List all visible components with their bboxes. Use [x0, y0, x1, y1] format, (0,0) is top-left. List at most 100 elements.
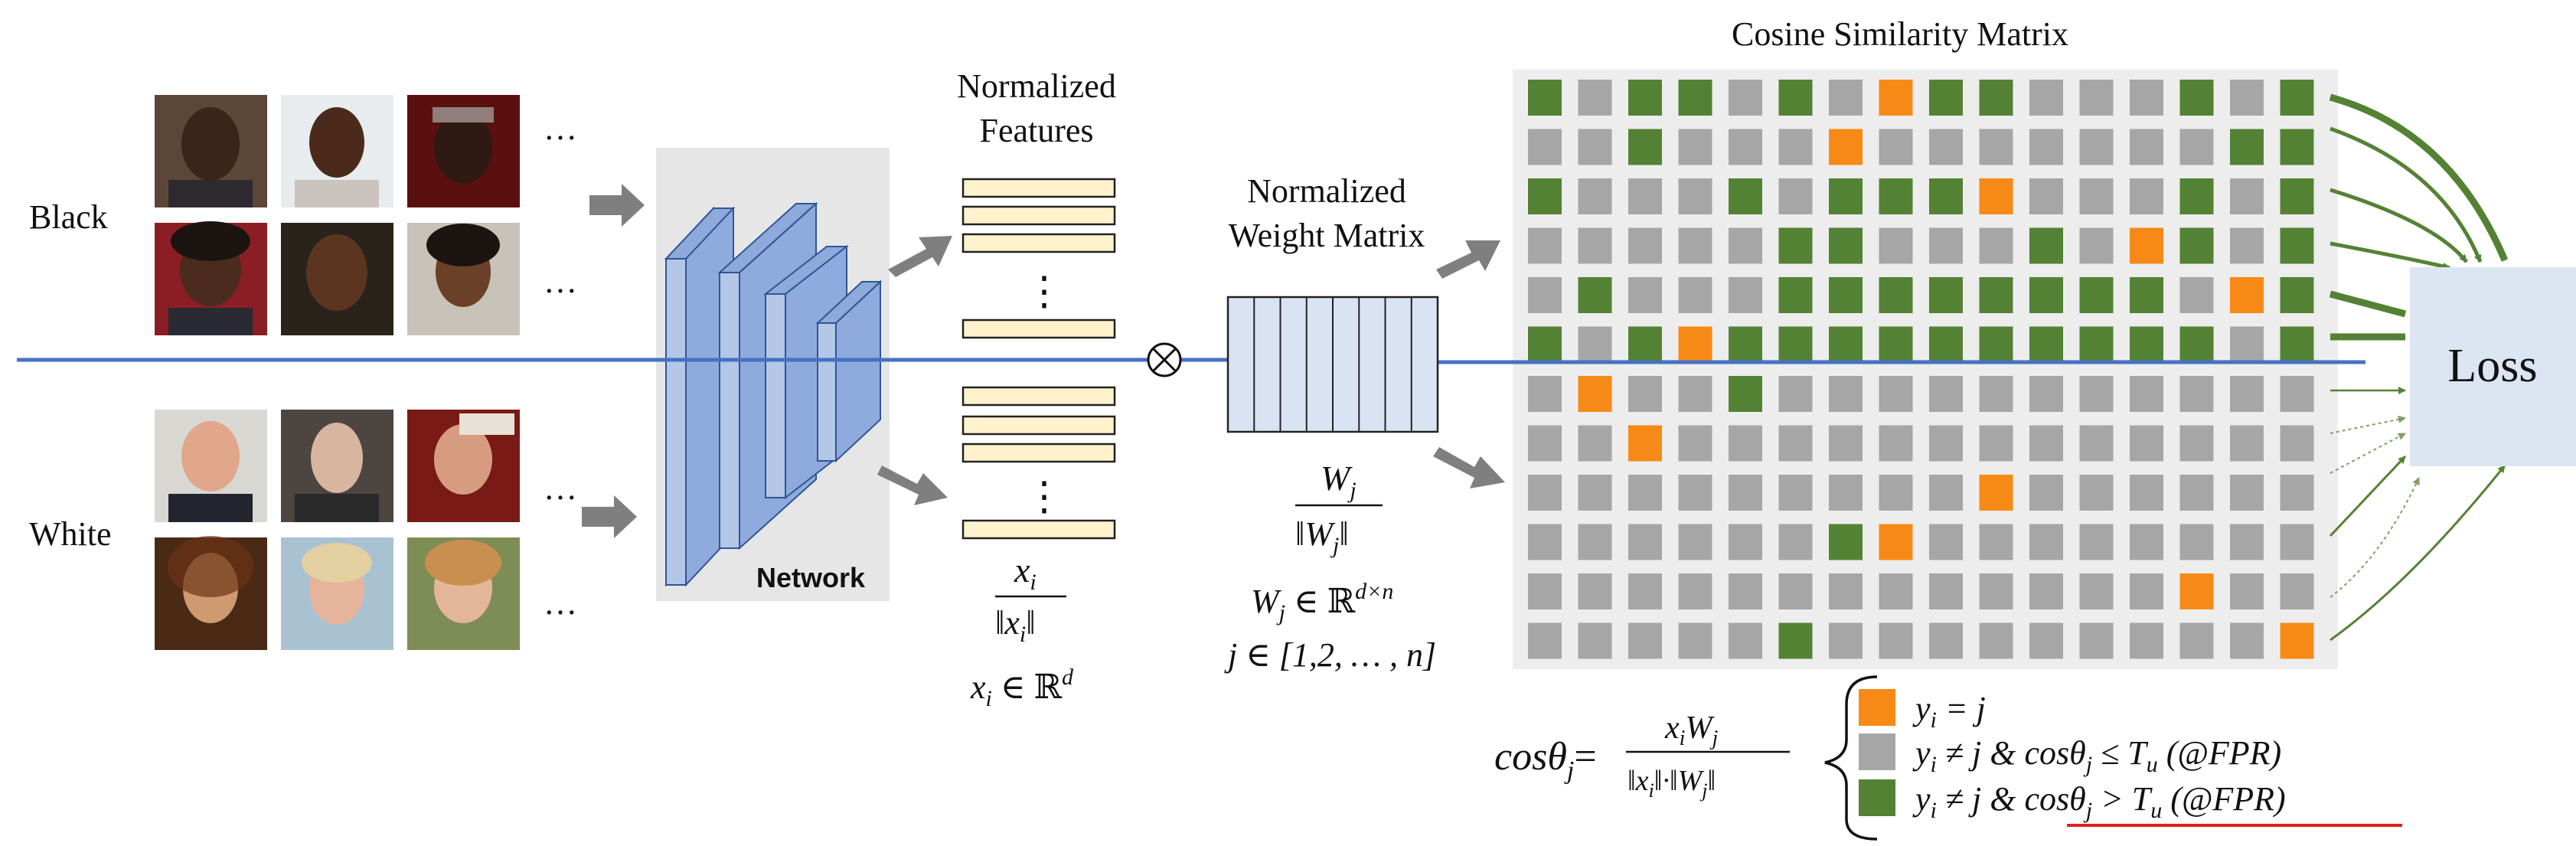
matrix-cell-gray	[2079, 227, 2114, 264]
matrix-cell-gray	[2280, 573, 2314, 609]
matrix-cell-green	[1778, 622, 1813, 659]
legend-brace	[1824, 675, 1878, 841]
face-image	[281, 537, 393, 650]
weights-fraction-numerator: Wj	[1321, 459, 1357, 503]
matrix-cell-orange	[2179, 573, 2214, 609]
matrix-cell-gray	[1979, 573, 2013, 609]
matrix-cell-gray	[1528, 524, 1562, 560]
weight-columns	[1253, 297, 1412, 432]
matrix-cell-gray	[1578, 129, 1612, 165]
matrix-cell-gray	[1578, 425, 1612, 462]
matrix-cell-gray	[1778, 425, 1813, 462]
matrix-cell-gray	[1578, 573, 1612, 609]
matrix-cell-green	[1778, 80, 1813, 116]
matrix-cell-gray	[2280, 475, 2314, 511]
matrix-cell-green	[1528, 80, 1562, 116]
cosine-similarity-matrix	[1528, 80, 2314, 659]
matrix-cell-gray	[2079, 129, 2114, 165]
legend-items: yi = jyi ≠ j & cosθj ≤ Tu (@FPR)yi ≠ j &…	[1859, 689, 2286, 823]
formula-lhs: cosθj=	[1494, 735, 1597, 785]
matrix-cell-gray	[1678, 376, 1712, 412]
matrix-cell-gray	[1829, 376, 1863, 412]
legend-swatch-green	[1859, 779, 1895, 816]
matrix-cell-gray	[2280, 524, 2314, 560]
matrix-cell-gray	[2179, 277, 2214, 313]
matrix-cell-gray	[1778, 376, 1813, 412]
loss-arrows	[2329, 93, 2509, 642]
matrix-cell-gray	[1929, 573, 1963, 609]
matrix-cell-gray	[1729, 277, 1762, 313]
matrix-cell-green	[2029, 227, 2063, 264]
feature-vector	[962, 386, 1116, 407]
matrix-cell-gray	[1628, 573, 1662, 609]
loss-label: Loss	[2447, 340, 2537, 392]
matrix-cell-gray	[2230, 524, 2264, 560]
matrix-cell-gray	[1929, 425, 1963, 462]
matrix-cell-gray	[2079, 573, 2114, 609]
matrix-cell-green	[1879, 178, 1913, 214]
matrix-cell-gray	[2029, 129, 2063, 165]
face-image	[155, 95, 267, 207]
matrix-cell-gray	[2280, 376, 2314, 412]
matrix-cell-gray	[2130, 524, 2163, 560]
legend: yi = jyi ≠ j & cosθj ≤ Tu (@FPR)yi ≠ j &…	[1824, 675, 2402, 841]
matrix-title: Cosine Similarity Matrix	[1732, 15, 2068, 53]
cosine-formula: cosθj= xiWj ‖xi‖·‖Wj‖	[1494, 710, 1790, 802]
black-group-label: Black	[29, 198, 108, 236]
matrix-cell-green	[2079, 326, 2114, 363]
matrix-cell-gray	[2179, 129, 2214, 165]
feature-vector	[962, 415, 1116, 436]
matrix-cell-gray	[1628, 227, 1662, 264]
matrix-cell-gray	[2230, 573, 2264, 609]
legend-label: yi ≠ j & cosθj > Tu (@FPR)	[1912, 780, 2286, 823]
matrix-cell-gray	[1678, 129, 1712, 165]
weights-fraction-denominator: ‖Wj‖	[1295, 515, 1349, 558]
ellipsis: …	[544, 109, 577, 147]
normalized-weight-matrix: Normalized Weight Matrix Wj ‖Wj‖ Wj ∈ ℝd…	[1224, 172, 1439, 674]
matrix-cell-gray	[1979, 129, 2013, 165]
matrix-cell-gray	[1829, 475, 1863, 511]
legend-item-orange: yi = j	[1859, 689, 1986, 733]
matrix-cell-green	[2280, 326, 2314, 363]
network-layer	[815, 279, 883, 463]
matrix-cell-green	[1929, 178, 1963, 214]
input-arrow	[582, 495, 637, 538]
matrix-cell-green	[2179, 326, 2214, 363]
matrix-cell-gray	[2179, 475, 2214, 511]
matrix-cell-green	[2280, 178, 2314, 214]
features-domain: xi ∈ ℝd	[970, 665, 1074, 711]
matrix-cell-gray	[2130, 80, 2163, 116]
matrix-cell-green	[2230, 129, 2264, 165]
matrix-cell-gray	[2179, 524, 2214, 560]
matrix-cell-gray	[2130, 425, 2163, 462]
matrix-cell-gray	[2230, 622, 2264, 659]
matrix-cell-gray	[1979, 425, 2013, 462]
matrix-cell-gray	[2230, 178, 2264, 214]
matrix-cell-gray	[1778, 475, 1813, 511]
matrix-cell-gray	[1528, 129, 1562, 165]
matrix-cell-gray	[1879, 622, 1913, 659]
matrix-cell-green	[1528, 326, 1562, 363]
matrix-cell-gray	[2130, 178, 2163, 214]
weights-index-range: j ∈ [1,2, … , n]	[1224, 636, 1436, 674]
features-fraction-denominator: ‖xi‖	[995, 604, 1036, 647]
matrix-arrow	[1433, 447, 1505, 488]
face-image	[281, 223, 393, 335]
feature-arrow	[877, 465, 948, 505]
matrix-cell-gray	[1578, 80, 1612, 116]
matrix-cell-green	[1979, 277, 2013, 313]
matrix-cell-gray	[1628, 178, 1662, 214]
matrix-cell-gray	[1678, 524, 1712, 560]
matrix-cell-gray	[1729, 425, 1762, 462]
matrix-cell-green	[1979, 326, 2013, 363]
matrix-cell-gray	[1528, 227, 1562, 264]
matrix-cell-gray	[1979, 376, 2013, 412]
matrix-cell-gray	[2029, 376, 2063, 412]
matrix-cell-gray	[1729, 227, 1762, 264]
matrix-cell-gray	[2079, 622, 2114, 659]
legend-item-green: yi ≠ j & cosθj > Tu (@FPR)	[1859, 779, 2286, 823]
matrix-cell-gray	[1578, 227, 1612, 264]
feature-arrow	[888, 236, 952, 277]
matrix-cell-gray	[1829, 573, 1863, 609]
matrix-cell-green	[2130, 277, 2163, 313]
